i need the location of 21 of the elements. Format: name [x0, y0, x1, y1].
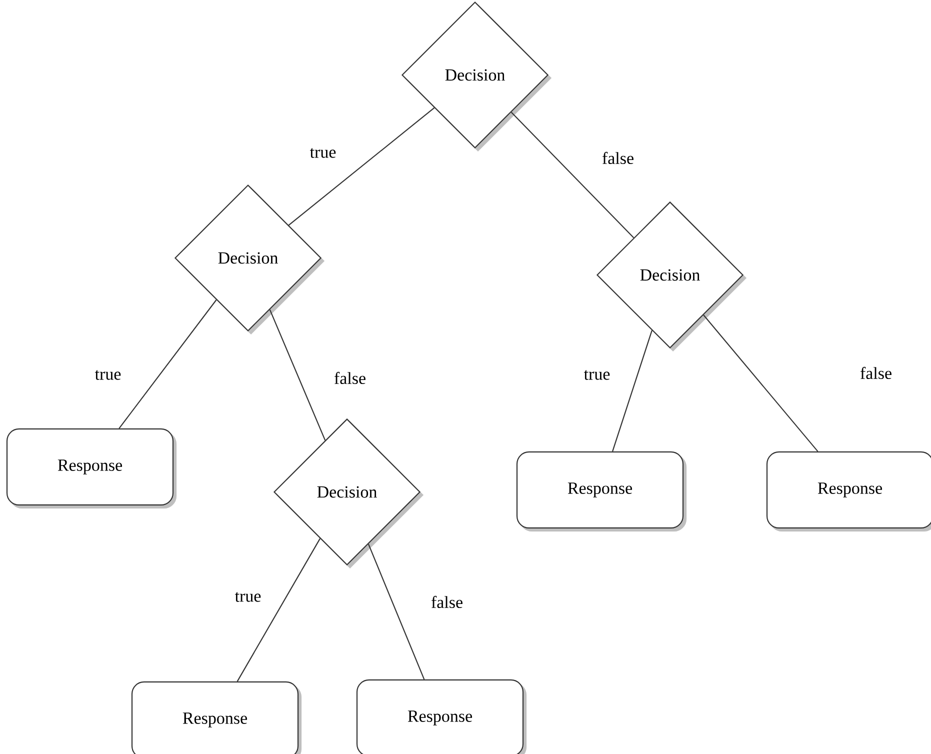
response-box: Response: [131, 681, 302, 754]
connector-line: [703, 314, 818, 452]
response-box: Response: [766, 451, 931, 532]
edge-label: false: [858, 366, 894, 380]
response-box: Response: [516, 451, 687, 532]
connector-line: [118, 300, 217, 429]
connector-line: [236, 538, 320, 682]
response-box: Response: [6, 428, 177, 509]
edge-label: true: [234, 591, 262, 603]
connector-line: [368, 544, 425, 680]
edge-label: false: [600, 150, 636, 166]
edge-label: false: [332, 370, 368, 386]
edge-label: true: [94, 369, 122, 381]
connector-line: [269, 309, 326, 440]
connector-line: [510, 112, 634, 238]
connector-line: [612, 330, 652, 452]
edge-label: true: [582, 369, 612, 381]
response-box: Response: [356, 679, 527, 754]
connector-line: [288, 107, 435, 226]
edge-label: true: [308, 147, 338, 159]
edge-label: false: [430, 594, 464, 610]
